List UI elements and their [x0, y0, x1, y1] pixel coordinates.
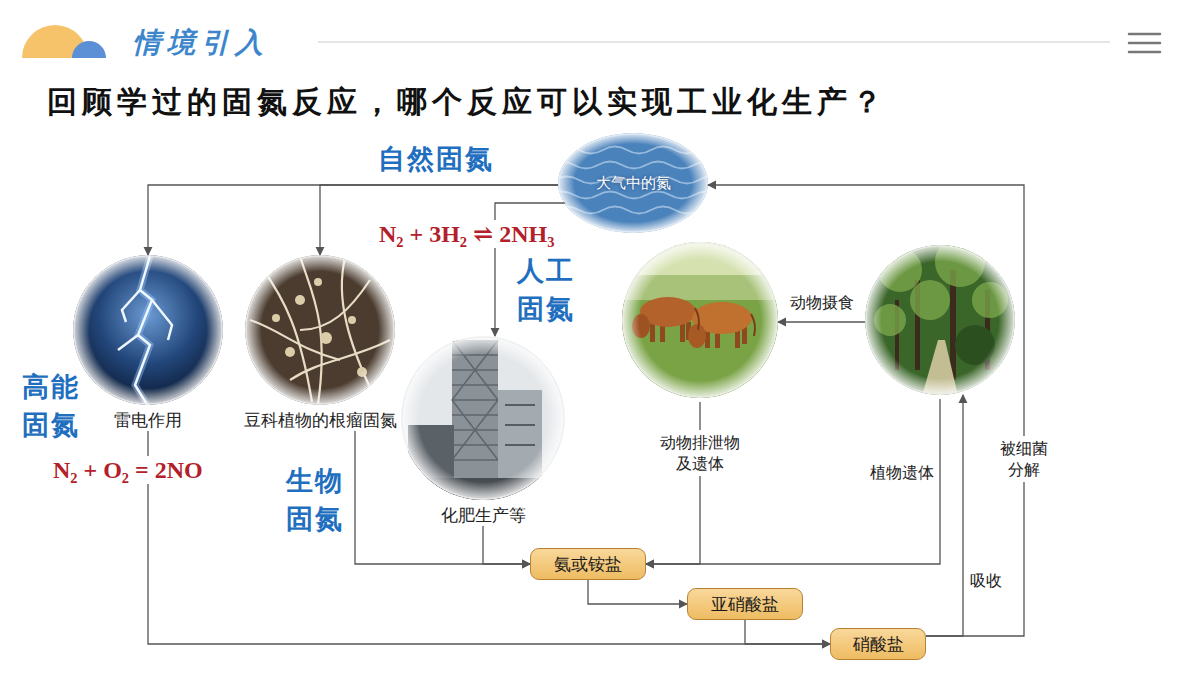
cattle-picture	[620, 240, 780, 400]
node-text: 亚硝酸盐	[711, 593, 779, 615]
compound-box: 硝酸盐	[830, 628, 926, 660]
circle-outline	[865, 245, 1015, 395]
equation: N₂ + 3H₂ ⇌ 2NH₃	[376, 220, 557, 248]
picture-circle	[622, 242, 778, 402]
edge-label: 动物排泄物及遗体	[659, 430, 741, 476]
edge-label: 植物遗体	[870, 462, 934, 483]
header-logo	[22, 25, 106, 58]
node-text: 豆科植物的根瘤固氮	[244, 409, 397, 431]
node-text: 硝酸盐	[853, 633, 904, 655]
category-label: 自然固氮	[378, 141, 494, 177]
circle-outline	[245, 255, 395, 405]
equation: N₂ + O₂ = 2NO	[50, 456, 206, 484]
compound-box: 亚硝酸盐	[687, 588, 803, 620]
root-nodule-picture	[245, 255, 395, 405]
picture-circle: 化肥生产等	[401, 336, 565, 526]
category-label: 生物固氮	[286, 462, 346, 538]
flow-arrow	[320, 185, 558, 255]
node-text: 化肥生产等	[441, 504, 526, 526]
question-text: 回顾学过的固氮反应，哪个反应可以实现工业化生产？	[47, 82, 887, 123]
flow-arrow	[148, 431, 830, 644]
flow-arrow	[646, 399, 940, 564]
slide-title: 情境引入	[133, 24, 269, 62]
flow-arrow	[588, 580, 687, 604]
picture-circle: 雷电作用	[73, 255, 223, 431]
flow-arrow	[745, 620, 830, 644]
edge-label: 动物摄食	[790, 292, 854, 313]
circle-outline	[73, 255, 223, 405]
circle-outline	[622, 242, 778, 398]
flow-arrow	[926, 395, 963, 636]
picture-circle	[865, 245, 1015, 399]
lightning-picture	[73, 255, 223, 406]
category-label: 人工固氮	[517, 252, 577, 328]
picture-ellipse: 大气中的氮	[558, 133, 708, 233]
flow-arrow	[148, 185, 558, 255]
menu-icon	[1129, 34, 1160, 52]
node-text: 雷电作用	[114, 409, 182, 431]
flow-arrow	[708, 185, 1024, 636]
flow-arrow	[355, 431, 530, 564]
flow-arrow	[646, 402, 700, 564]
compound-box: 氨或铵盐	[530, 548, 646, 580]
node-text: 大气中的氮	[596, 174, 671, 193]
category-label: 高能固氮	[22, 368, 82, 444]
node-text: 氨或铵盐	[554, 553, 622, 575]
factory-picture	[400, 336, 570, 508]
edge-label: 被细菌分解	[999, 436, 1049, 482]
edge-label: 吸收	[970, 570, 1002, 591]
flow-arrow	[483, 526, 530, 564]
header-rule	[318, 41, 1110, 42]
atmosphere-picture	[550, 133, 723, 233]
forest-picture	[865, 237, 1015, 396]
flow-arrow	[778, 321, 865, 322]
picture-circle: 豆科植物的根瘤固氮	[242, 255, 399, 431]
circle-outline	[401, 336, 565, 500]
